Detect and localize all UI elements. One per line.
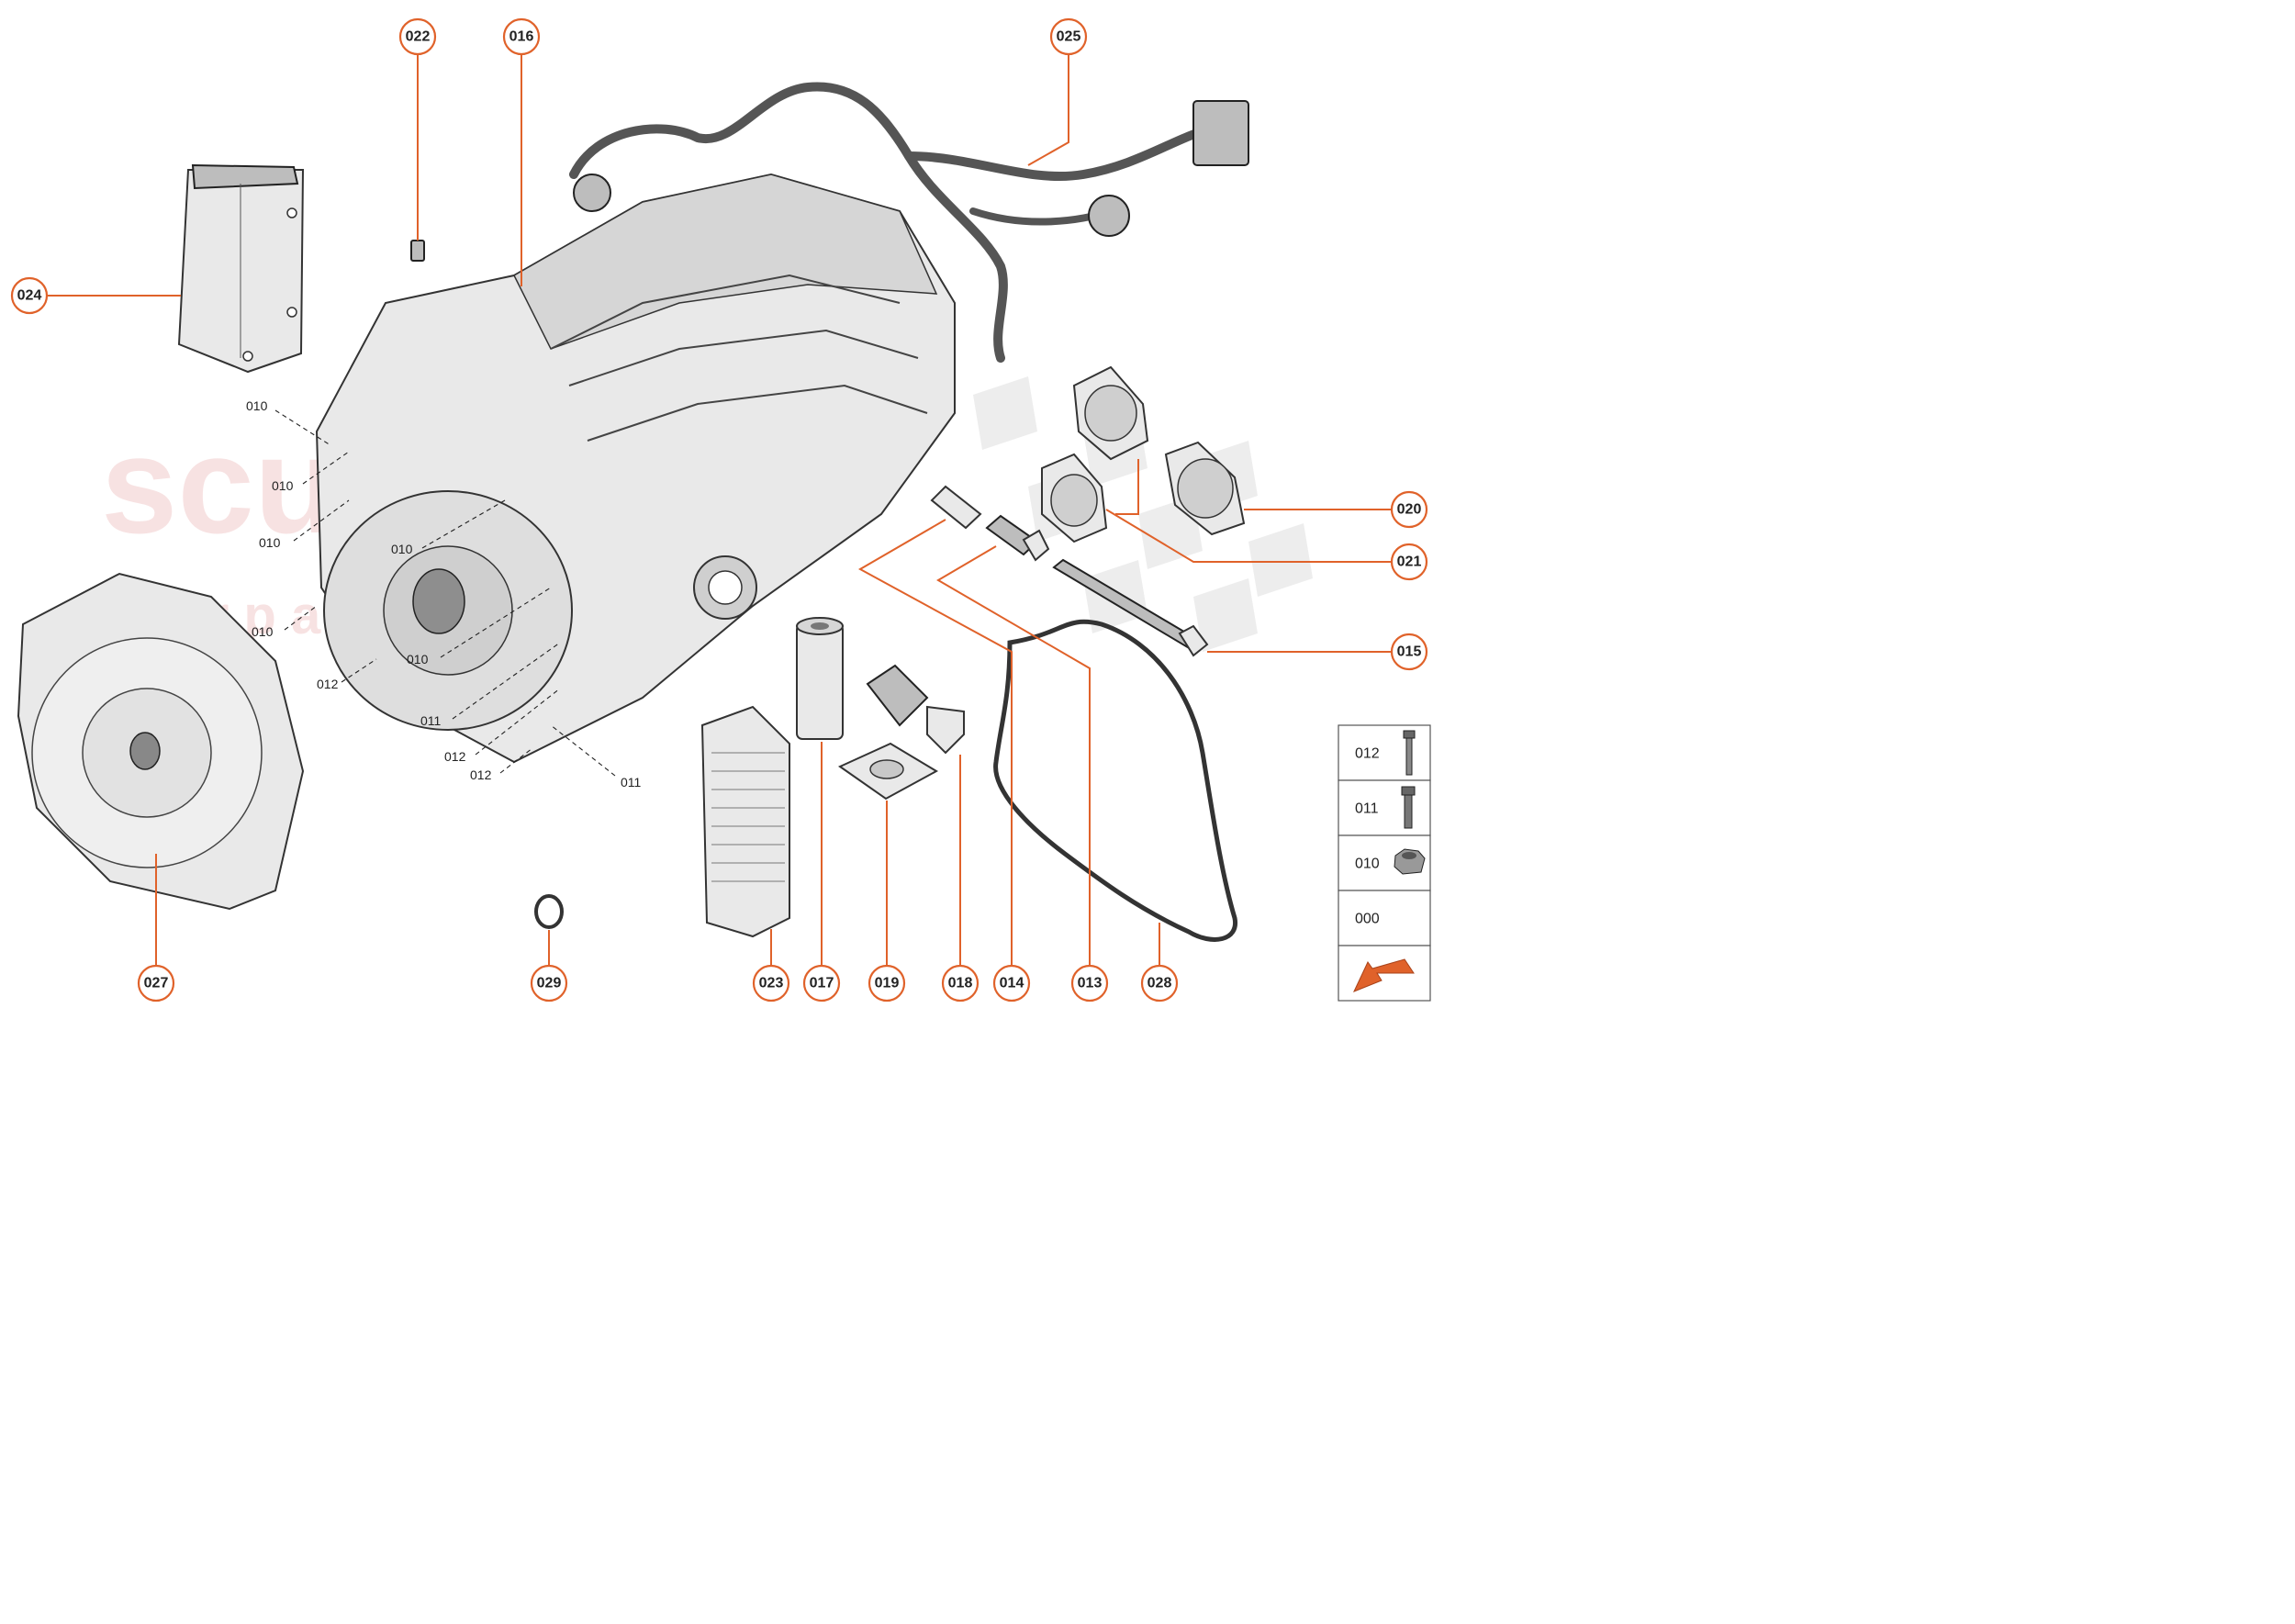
long-bolt-icon [1403, 730, 1416, 776]
nut-icon [1394, 848, 1426, 875]
callout-label: 025 [1057, 29, 1081, 45]
spacer-sleeve [930, 485, 982, 530]
wiring-harness [569, 82, 1249, 363]
callout-label: 013 [1078, 976, 1103, 991]
legend-code: 011 [1355, 801, 1379, 817]
callout-029: 029 [530, 964, 568, 1002]
fastener-labels: 010 010 010 010 010 010 012 011 012 012 … [246, 398, 642, 790]
callout-025: 025 [1049, 17, 1088, 56]
callout-label: 028 [1148, 976, 1172, 991]
fastener-dashed-leaders [274, 409, 616, 777]
fastener-label: 010 [252, 624, 274, 639]
oil-filter [796, 617, 844, 740]
fastener-legend: 012 011 010 000 [1338, 724, 1431, 1002]
callout-label: 022 [406, 29, 431, 45]
callout-label: 029 [537, 976, 562, 991]
sealing-cover-large [1072, 365, 1149, 461]
sealing-cover-small [1041, 453, 1108, 543]
callout-027: 027 [137, 964, 175, 1002]
fastener-label: 011 [621, 775, 642, 790]
callout-013: 013 [1070, 964, 1109, 1002]
callouts: 022 016 025 024 020 021 015 027 029 023 … [10, 17, 1428, 1002]
callout-label: 014 [1000, 976, 1024, 991]
callout-022: 022 [398, 17, 437, 56]
drain-plug [985, 514, 1050, 562]
callout-028: 028 [1140, 964, 1179, 1002]
shaft-rod [1052, 558, 1209, 657]
seal-ring [534, 894, 564, 929]
pump-assembly [866, 664, 965, 755]
fastener-label: 010 [272, 478, 294, 493]
callout-label: 019 [875, 976, 900, 991]
fastener-label: 012 [470, 767, 492, 782]
callout-023: 023 [752, 964, 790, 1002]
converter-cover [17, 572, 305, 911]
callout-leaders [46, 53, 1392, 966]
callout-label: 024 [17, 288, 42, 304]
heat-exchanger [700, 705, 790, 938]
sealing-cover-right [1164, 441, 1246, 536]
callout-021: 021 [1390, 543, 1428, 581]
fastener-label: 011 [420, 713, 442, 728]
transmission-housing [315, 173, 956, 764]
callout-015: 015 [1390, 633, 1428, 671]
fastener-label: 010 [391, 542, 413, 556]
callout-label: 023 [759, 976, 784, 991]
housing-gasket [993, 619, 1237, 942]
exploded-parts-diagram: scuderia c a r p a r t s [10, 17, 1431, 1002]
short-bolt-icon [1401, 786, 1416, 829]
fastener-label: 010 [407, 652, 429, 666]
fastener-label: 012 [317, 677, 339, 691]
callout-label: 017 [810, 976, 834, 991]
callout-019: 019 [868, 964, 906, 1002]
callout-016: 016 [502, 17, 541, 56]
callout-label: 021 [1397, 554, 1422, 570]
callout-label: 020 [1397, 502, 1422, 518]
callout-label: 015 [1397, 644, 1422, 660]
legend-code: 010 [1355, 857, 1380, 872]
callout-020: 020 [1390, 490, 1428, 529]
callout-014: 014 [992, 964, 1031, 1002]
fastener-label: 012 [444, 749, 466, 764]
callout-label: 018 [948, 976, 973, 991]
fastener-label: 010 [246, 398, 268, 413]
callout-label: 016 [509, 29, 534, 45]
callout-label: 027 [144, 976, 169, 991]
callout-017: 017 [802, 964, 841, 1002]
callout-018: 018 [941, 964, 980, 1002]
legend-code: 000 [1355, 912, 1380, 927]
oil-cooler-plate [177, 163, 305, 374]
legend-code: 012 [1355, 746, 1380, 762]
direction-arrow-icon [1353, 958, 1415, 992]
filter-cover-plate [837, 742, 939, 801]
callout-024: 024 [10, 276, 49, 315]
fastener-label: 010 [259, 535, 281, 550]
screw-plug [410, 240, 425, 262]
